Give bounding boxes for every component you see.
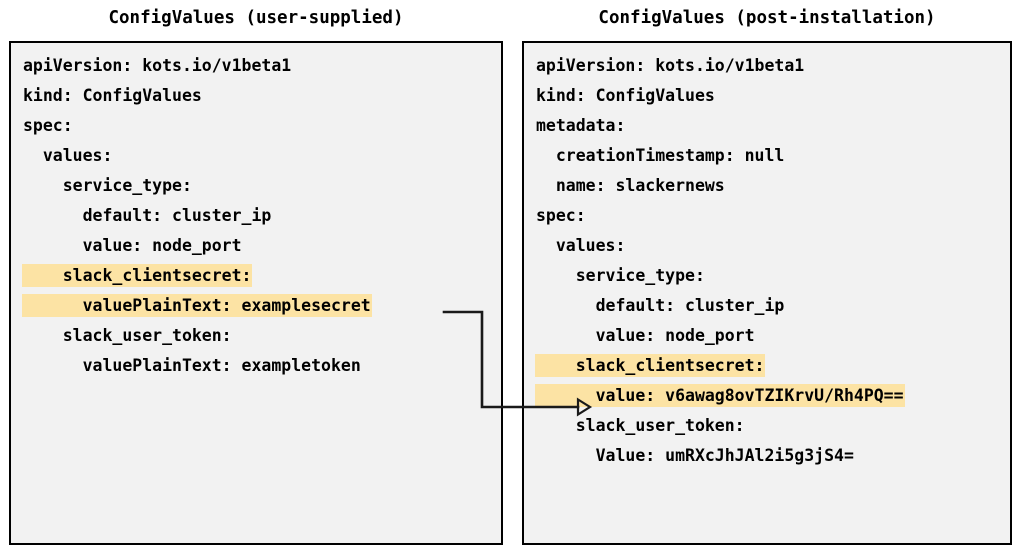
yaml-line-text: apiVersion: kots.io/v1beta1: [536, 56, 805, 75]
yaml-line-text: spec:: [536, 206, 586, 225]
yaml-line-text: values:: [23, 146, 113, 165]
yaml-line-text: spec:: [23, 116, 73, 135]
yaml-line: kind: ConfigValues: [22, 81, 501, 111]
yaml-line-text: default: cluster_ip: [536, 296, 785, 315]
yaml-line-text: value: node_port: [23, 236, 242, 255]
yaml-line-text: values:: [536, 236, 626, 255]
yaml-line-text: kind: ConfigValues: [536, 86, 715, 105]
yaml-line-text: slack_clientsecret:: [22, 264, 253, 287]
yaml-line: value: v6awag8ovTZIKrvU/Rh4PQ==: [535, 381, 1010, 411]
yaml-line: name: slackernews: [535, 171, 1010, 201]
right-panel-title: ConfigValues (post-installation): [598, 8, 936, 28]
yaml-line: values:: [22, 141, 501, 171]
yaml-line-text: value: node_port: [536, 326, 755, 345]
left-yaml-code-block: apiVersion: kots.io/v1beta1 kind: ConfigV…: [22, 51, 501, 381]
yaml-line: default: cluster_ip: [535, 291, 1010, 321]
yaml-line-text: kind: ConfigValues: [23, 86, 202, 105]
yaml-line: apiVersion: kots.io/v1beta1: [535, 51, 1010, 81]
left-panel-title: ConfigValues (user-supplied): [108, 8, 404, 28]
yaml-line: value: node_port: [535, 321, 1010, 351]
right-config-values-panel: apiVersion: kots.io/v1beta1 kind: ConfigV…: [522, 41, 1012, 545]
yaml-line-text: apiVersion: kots.io/v1beta1: [23, 56, 292, 75]
yaml-line-text: creationTimestamp: null: [536, 146, 785, 165]
yaml-line: service_type:: [535, 261, 1010, 291]
yaml-line: slack_clientsecret:: [22, 261, 501, 291]
yaml-line: spec:: [22, 111, 501, 141]
yaml-line-text: metadata:: [536, 116, 626, 135]
yaml-line-text: default: cluster_ip: [23, 206, 272, 225]
yaml-line-text: service_type:: [23, 176, 192, 195]
yaml-line: creationTimestamp: null: [535, 141, 1010, 171]
yaml-line: metadata:: [535, 111, 1010, 141]
yaml-line: slack_user_token:: [535, 411, 1010, 441]
yaml-line-text: name: slackernews: [536, 176, 725, 195]
yaml-line: service_type:: [22, 171, 501, 201]
yaml-line-text: valuePlainText: exampletoken: [23, 356, 361, 375]
yaml-line-text: slack_clientsecret:: [535, 354, 766, 377]
left-config-values-panel: apiVersion: kots.io/v1beta1 kind: ConfigV…: [9, 41, 503, 545]
yaml-line-text: valuePlainText: examplesecret: [22, 294, 372, 317]
yaml-line-text: Value: umRXcJhJAl2i5g3jS4=: [536, 446, 854, 465]
yaml-line: default: cluster_ip: [22, 201, 501, 231]
yaml-line: apiVersion: kots.io/v1beta1: [22, 51, 501, 81]
yaml-line: spec:: [535, 201, 1010, 231]
yaml-line-text: value: v6awag8ovTZIKrvU/Rh4PQ==: [535, 384, 905, 407]
yaml-line: value: node_port: [22, 231, 501, 261]
yaml-line: slack_clientsecret:: [535, 351, 1010, 381]
yaml-line: kind: ConfigValues: [535, 81, 1010, 111]
yaml-line-text: slack_user_token:: [536, 416, 745, 435]
yaml-line-text: slack_user_token:: [23, 326, 232, 345]
yaml-line: valuePlainText: exampletoken: [22, 351, 501, 381]
yaml-line-text: service_type:: [536, 266, 705, 285]
yaml-line: Value: umRXcJhJAl2i5g3jS4=: [535, 441, 1010, 471]
right-yaml-code-block: apiVersion: kots.io/v1beta1 kind: ConfigV…: [535, 51, 1010, 471]
yaml-line: slack_user_token:: [22, 321, 501, 351]
yaml-line: valuePlainText: examplesecret: [22, 291, 501, 321]
yaml-line: values:: [535, 231, 1010, 261]
